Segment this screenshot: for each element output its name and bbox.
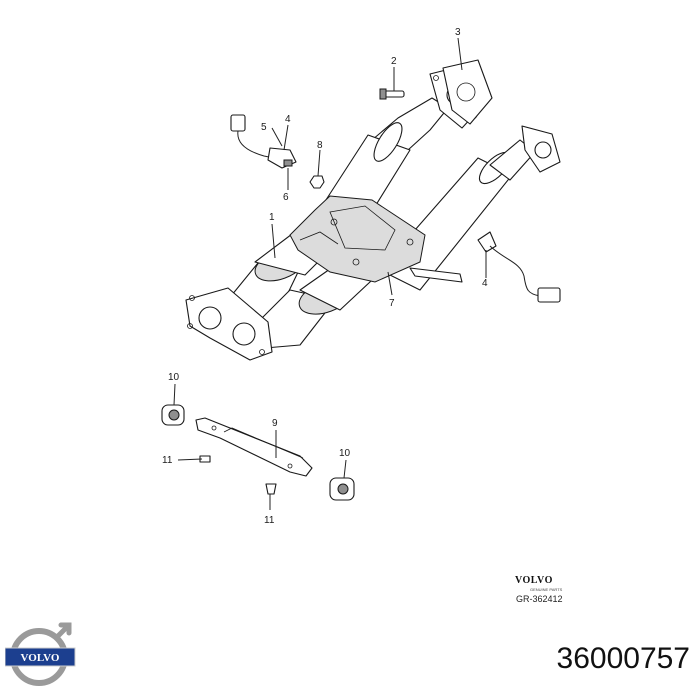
heat-shield-nut bbox=[309, 175, 325, 189]
diagram-brand-subtitle: GENUINE PARTS bbox=[530, 587, 563, 592]
rubber-mount-right bbox=[329, 477, 355, 501]
callout-10-right: 10 bbox=[339, 448, 351, 459]
callout-5: 5 bbox=[261, 122, 267, 133]
callout-10-left: 10 bbox=[168, 372, 180, 383]
rubber-mount-left bbox=[161, 404, 185, 426]
callout-11-lower: 11 bbox=[264, 515, 275, 526]
callout-6: 6 bbox=[283, 192, 289, 203]
part-number: 36000757 bbox=[556, 642, 690, 675]
callout-4-upper: 4 bbox=[285, 114, 291, 125]
flange-gasket bbox=[442, 59, 493, 125]
screw-left bbox=[199, 455, 211, 463]
callout-4-lower: 4 bbox=[482, 278, 488, 289]
oxygen-sensor-upper bbox=[230, 114, 297, 169]
catalytic-converters bbox=[185, 227, 386, 361]
callout-11-left: 11 bbox=[162, 455, 173, 466]
oxygen-sensor-lower bbox=[477, 231, 561, 303]
callout-9: 9 bbox=[272, 418, 278, 429]
leader-lines bbox=[173, 37, 487, 510]
screw-lower bbox=[265, 483, 277, 495]
callout-2: 2 bbox=[391, 56, 397, 67]
volvo-logo-icon: VOLVO bbox=[5, 622, 76, 686]
callout-8: 8 bbox=[317, 140, 323, 151]
diagram-reference-code: GR-362412 bbox=[516, 594, 563, 604]
diagram-brand-mark: VOLVO bbox=[515, 575, 553, 586]
heat-shield bbox=[289, 195, 463, 283]
mounting-bracket bbox=[195, 417, 313, 477]
callout-3: 3 bbox=[455, 27, 461, 38]
flange-bolt bbox=[379, 88, 405, 100]
callout-1: 1 bbox=[269, 212, 275, 223]
callout-7: 7 bbox=[389, 298, 395, 309]
logo-text: VOLVO bbox=[21, 652, 60, 664]
